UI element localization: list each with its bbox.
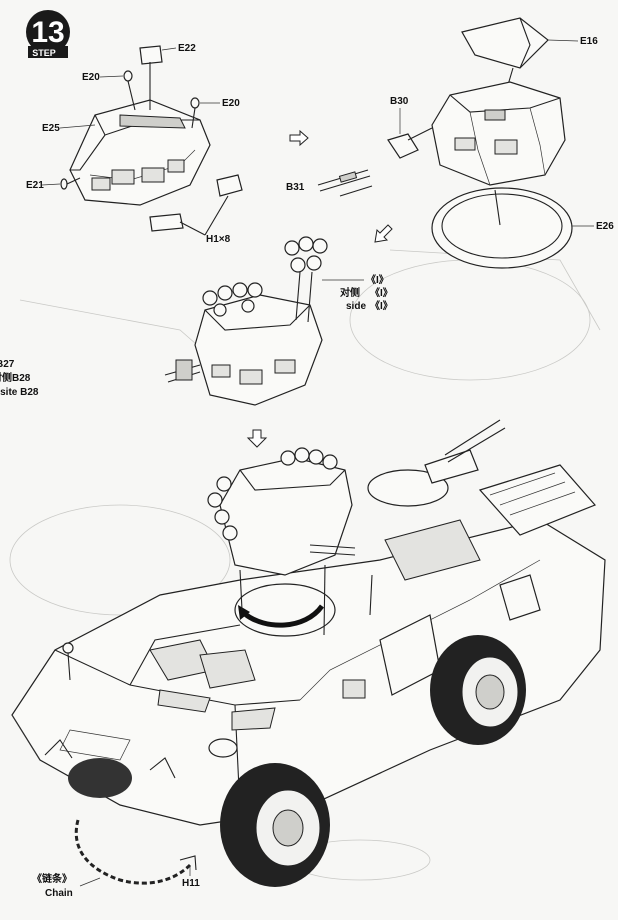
label-b27: B27 <box>0 359 15 370</box>
label-side-en: side <box>346 301 366 312</box>
turret-top-assembly <box>317 17 573 269</box>
label-b28-cn: 对侧B28 <box>0 371 31 384</box>
smoke-launchers-assembled <box>207 447 338 541</box>
flow-arrow-down <box>246 429 268 448</box>
step-number: 13 <box>31 16 64 49</box>
label-b30: B30 <box>390 96 409 107</box>
label-chain-en: Chain <box>45 888 73 899</box>
label-chain-cn: 《链条》 <box>32 872 72 885</box>
step-badge: 13 STEP <box>26 10 70 58</box>
label-e26: E26 <box>596 221 614 232</box>
label-h1: H1×8 <box>206 234 231 245</box>
turret-base-assembly <box>60 45 243 236</box>
label-e22: E22 <box>178 43 196 54</box>
label-e20-right: E20 <box>222 98 240 109</box>
smoke-launchers-left <box>202 282 263 317</box>
tow-chain <box>74 819 197 885</box>
label-side-mark1: 《I》 <box>366 273 389 286</box>
label-e20-left: E20 <box>82 72 100 83</box>
label-e21: E21 <box>26 180 44 191</box>
label-e25: E25 <box>42 123 60 134</box>
label-side-mark2: 《I》 <box>370 286 393 299</box>
label-side-cn: 对侧 <box>340 286 360 299</box>
label-e16: E16 <box>580 36 598 47</box>
label-h11: H11 <box>182 878 200 889</box>
rear-wheel <box>430 635 526 745</box>
front-wheel <box>220 763 330 887</box>
label-b31: B31 <box>286 182 305 193</box>
flow-arrow-right <box>289 129 309 147</box>
label-side-mark3: 《I》 <box>370 299 393 312</box>
smoke-launchers-top <box>284 236 328 323</box>
turret-mid-assembly <box>164 236 328 406</box>
front-left-wheel <box>68 758 132 798</box>
step-word: STEP <box>32 48 56 58</box>
vehicle-assembly <box>11 419 606 887</box>
flow-arrow-down-left <box>374 224 393 243</box>
label-b28-en: Opposite B28 <box>0 387 39 398</box>
